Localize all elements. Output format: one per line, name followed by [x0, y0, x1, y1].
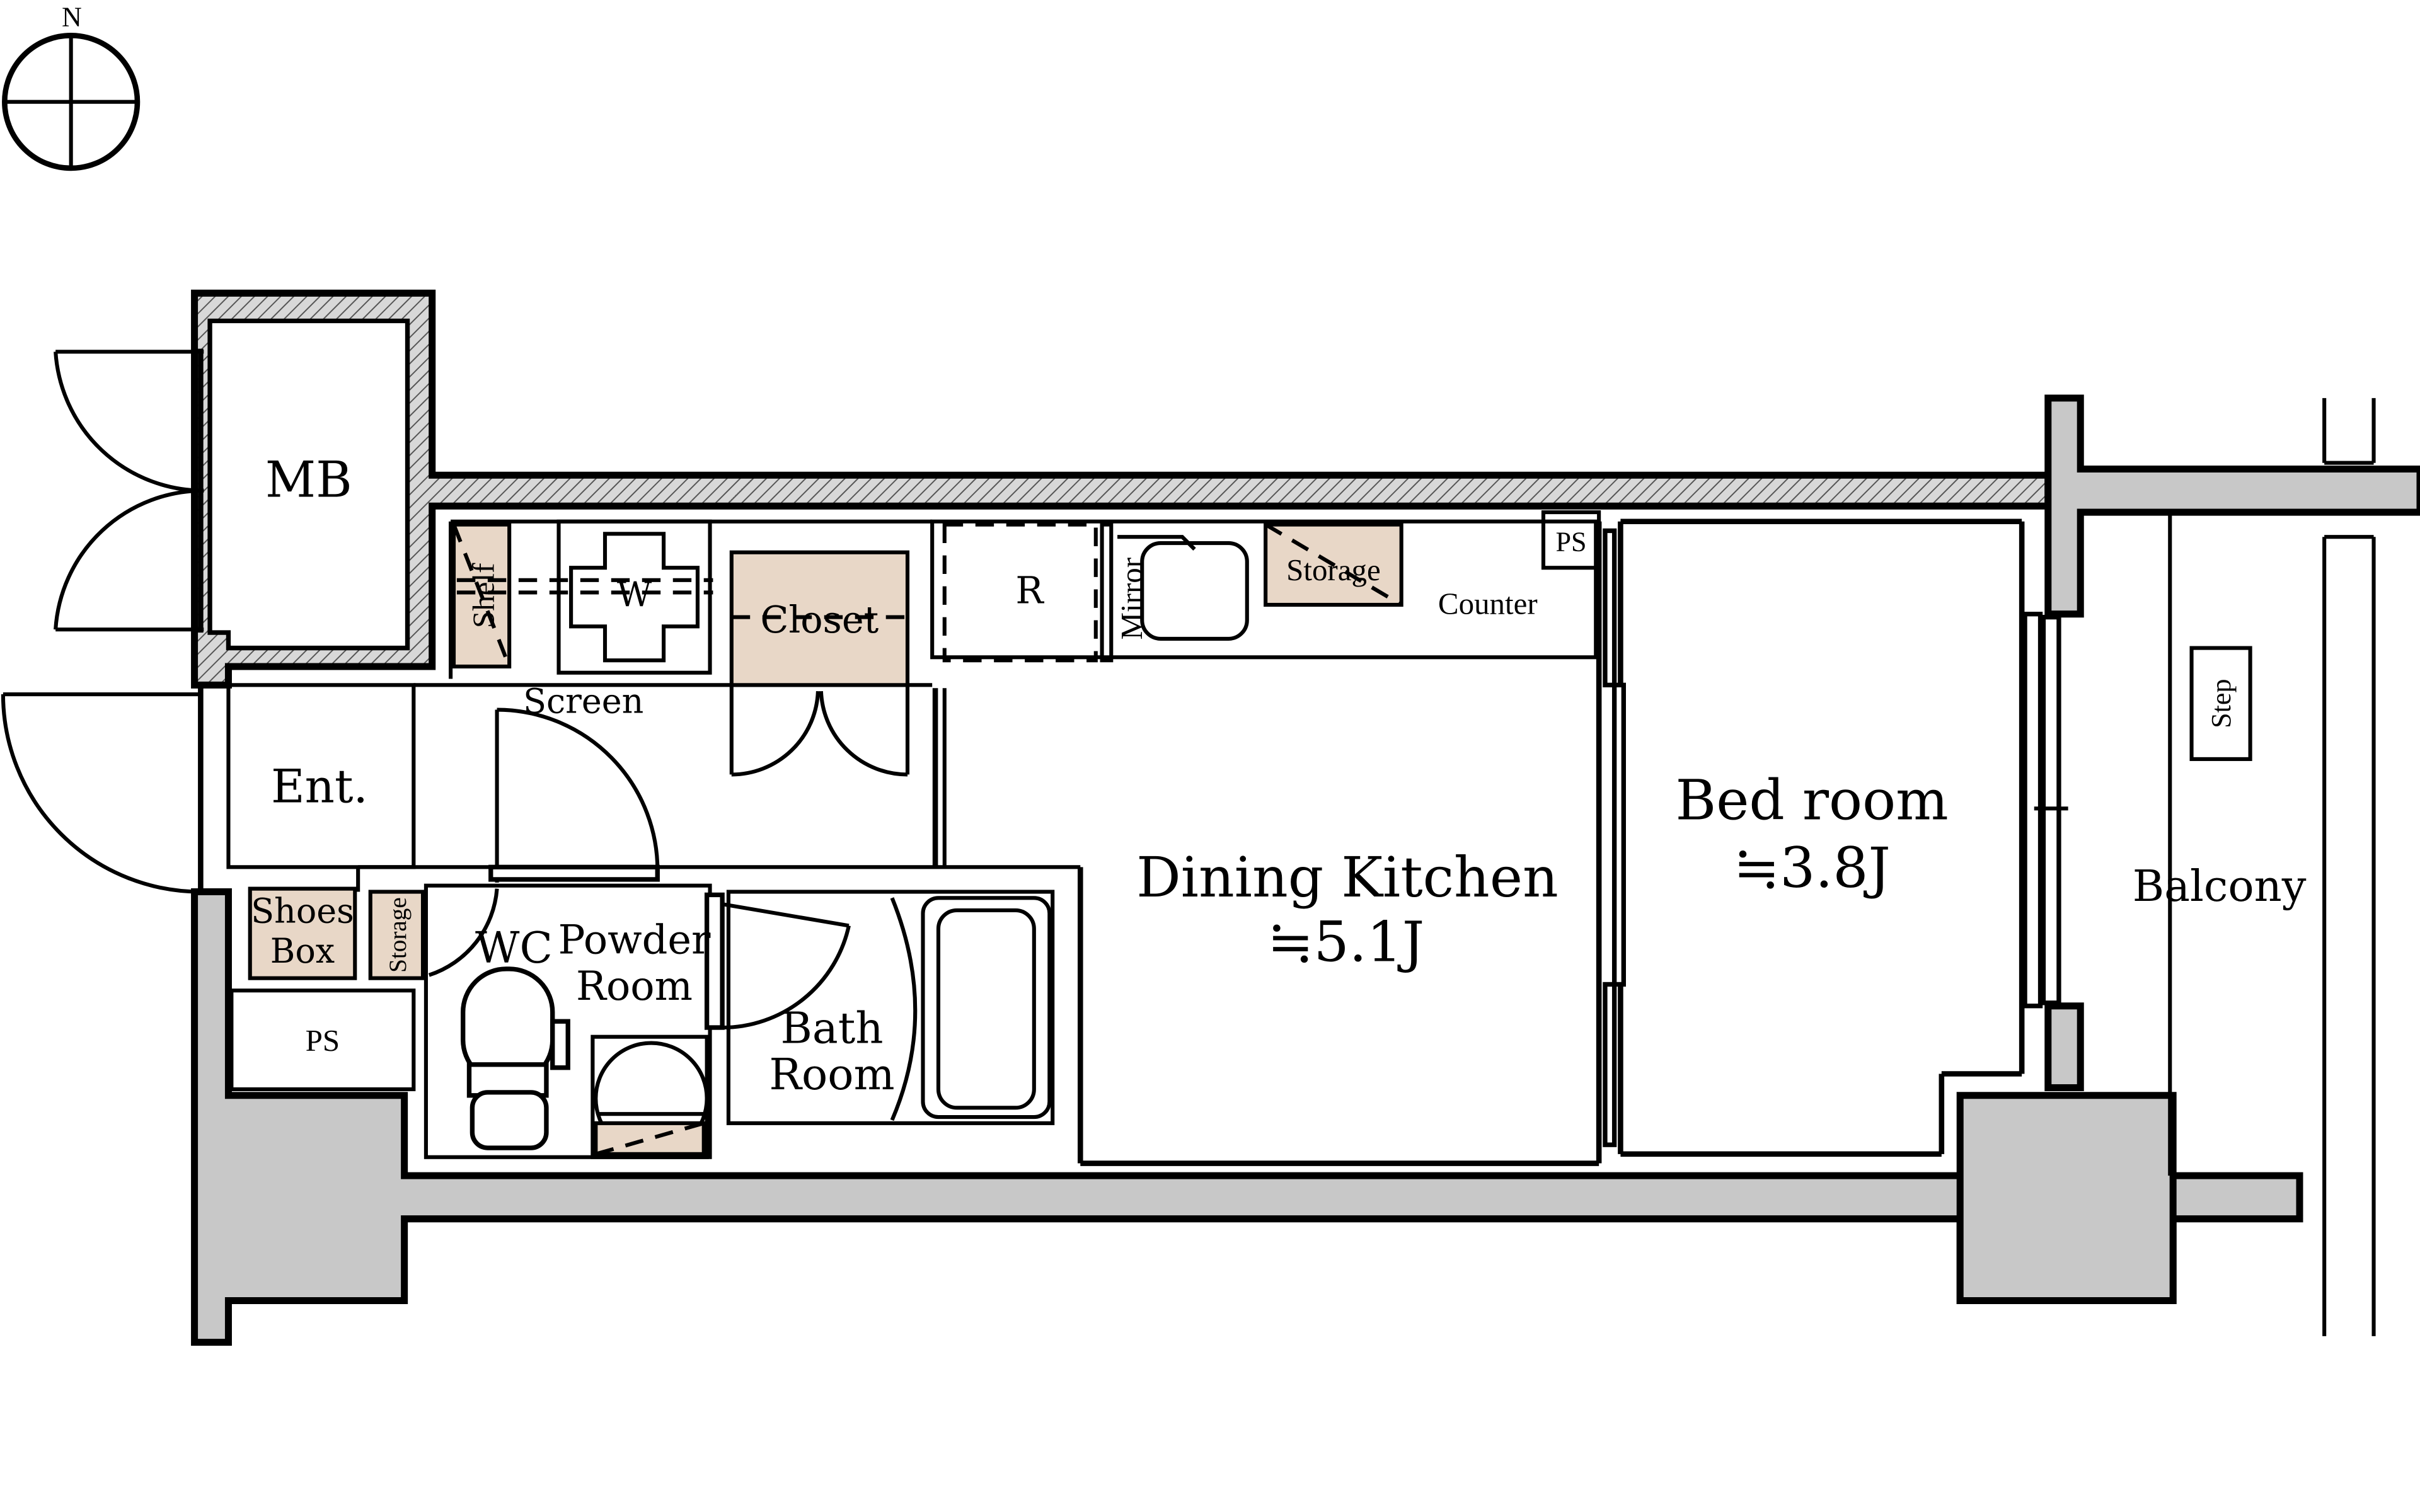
mb-label: MB — [265, 452, 352, 509]
compass-icon — [2, 33, 141, 171]
shoes-box-label-2: Box — [270, 931, 335, 971]
washer-label: W — [617, 575, 652, 614]
powder-room-label-2: Room — [576, 963, 693, 1010]
bathtub-icon — [890, 896, 1052, 1121]
step-box — [2189, 646, 2252, 761]
mirror-label: Mirror — [1114, 558, 1149, 640]
balcony-window[interactable] — [2022, 612, 2068, 1009]
bedroom-sliding-door[interactable] — [1603, 528, 1627, 1147]
shoes-box — [248, 886, 357, 980]
bath-door[interactable] — [704, 892, 851, 1030]
entrance-door[interactable] — [1, 688, 204, 895]
north-label: N — [62, 2, 82, 33]
wc-door[interactable] — [488, 707, 660, 883]
balcony-label: Balcony — [2133, 861, 2307, 912]
balcony-rails — [2168, 398, 2376, 1336]
dining-kitchen-name: Dining Kitchen — [1136, 845, 1559, 910]
washer-icon — [556, 519, 712, 675]
powder-room-label-1: Powder — [558, 917, 711, 963]
sink-icon — [1100, 522, 1249, 663]
shelf-label: Shelf — [466, 563, 501, 628]
wc-storage-label: Storage — [384, 897, 412, 973]
closet-box — [729, 550, 910, 687]
exterior-wall-top — [191, 289, 2052, 689]
refrigerator-box — [942, 522, 1098, 663]
ps-top-box — [1541, 510, 1601, 570]
bath-room-label-2: Room — [769, 1050, 894, 1100]
toilet-icon — [461, 966, 570, 1150]
bedroom-size: ≒3.8J — [1733, 835, 1890, 900]
storage-door[interactable] — [428, 888, 499, 977]
mb-doors[interactable] — [54, 348, 204, 633]
wc-label: WC — [475, 923, 553, 973]
screen-label: Screen — [523, 681, 643, 721]
closet-doors[interactable] — [729, 685, 910, 777]
dining-kitchen-size: ≒5.1J — [1267, 910, 1424, 975]
wc-storage-box — [368, 890, 425, 980]
basin-icon — [591, 1034, 709, 1159]
step-label: Step — [2206, 679, 2237, 728]
kitchen-storage-label: Storage — [1286, 553, 1381, 587]
closet-label: Closet — [761, 598, 879, 641]
ps-top-label: PS — [1556, 526, 1587, 557]
ps-bottom-box — [229, 988, 416, 1092]
counter-label: Counter — [1438, 587, 1538, 621]
bath-room-label-1: Bath — [781, 1004, 884, 1054]
entrance-label: Ent. — [271, 760, 368, 813]
bedroom-name: Bed room — [1675, 767, 1948, 832]
refrigerator-label: R — [1015, 569, 1044, 612]
structural-walls — [191, 394, 2420, 1346]
ps-bottom-label: PS — [306, 1023, 340, 1058]
shoes-box-label-1: Shoes — [251, 891, 354, 931]
